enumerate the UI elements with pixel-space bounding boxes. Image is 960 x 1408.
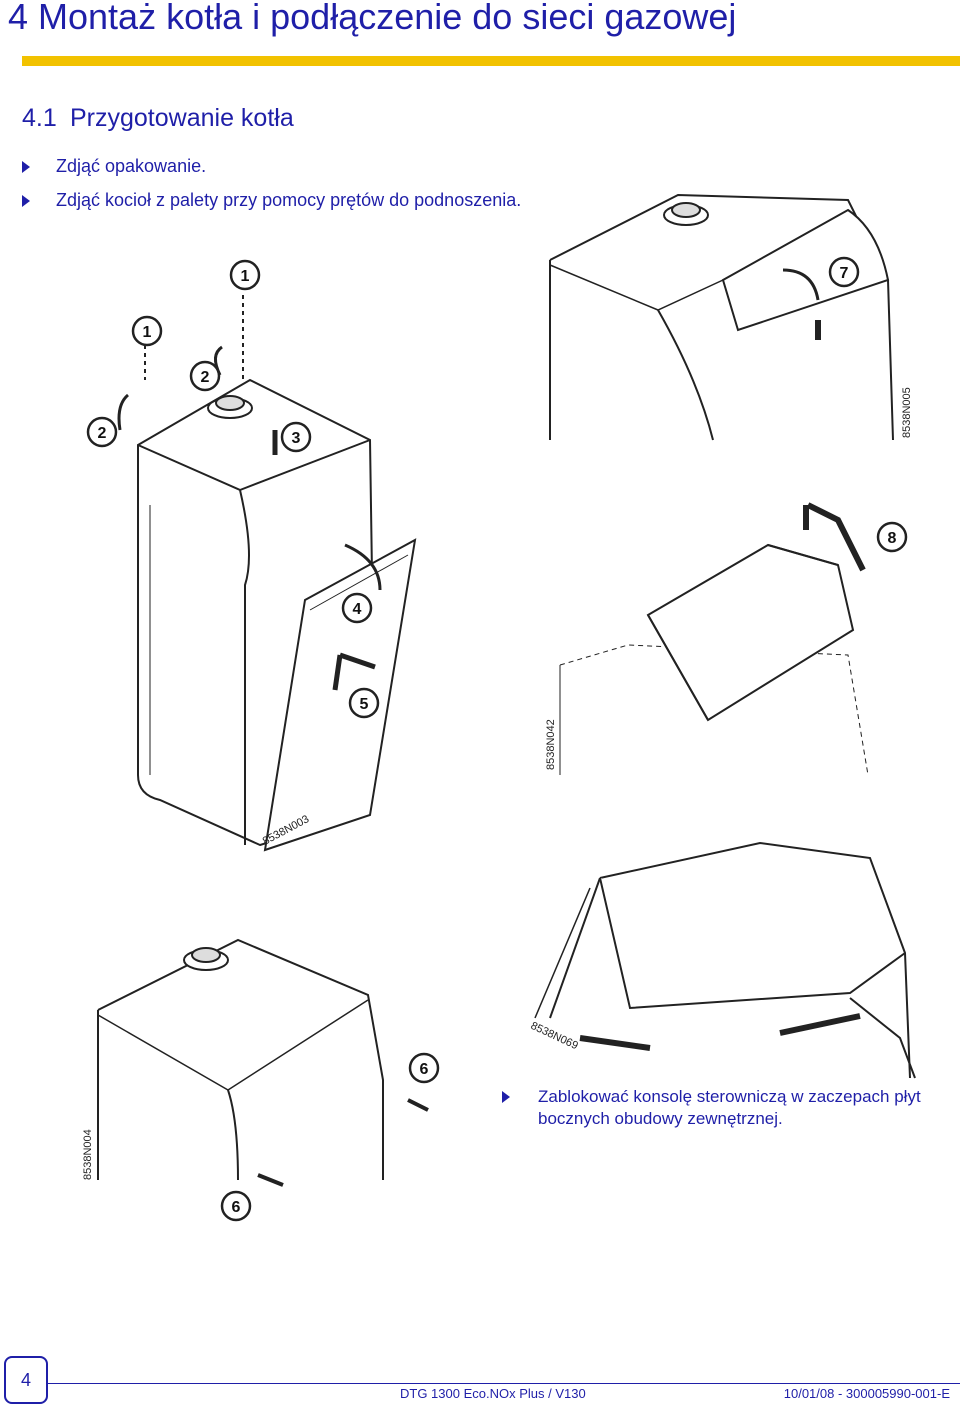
svg-text:8: 8 [888, 530, 897, 547]
svg-text:1: 1 [143, 324, 152, 341]
section-title: 4.1 Przygotowanie kotła [22, 104, 294, 133]
svg-text:5: 5 [360, 696, 369, 713]
bullet-triangle-icon [22, 160, 30, 173]
figure-side-screws: 6 6 8538N004 [82, 938, 440, 1222]
step-badge: 1 [229, 259, 261, 291]
section-title-text: Przygotowanie kotła [70, 104, 294, 132]
svg-text:1: 1 [241, 268, 250, 285]
step-badge: 3 [280, 421, 312, 453]
figure-console: 8 8538N042 [545, 502, 908, 776]
instruction-text: Zablokować konsolę sterowniczą w zaczepa… [538, 1087, 921, 1128]
step-badge: 6 [220, 1190, 252, 1222]
svg-text:6: 6 [232, 1199, 241, 1216]
bullet-triangle-icon [502, 1091, 510, 1103]
page-number: 4 [4, 1356, 48, 1404]
svg-text:7: 7 [840, 265, 849, 282]
footer-document-name: DTG 1300 Eco.NOx Plus / V130 [400, 1386, 586, 1401]
section-number: 4.1 [22, 104, 57, 132]
step-badge: 2 [189, 360, 221, 392]
svg-text:3: 3 [292, 430, 301, 447]
figure-boiler-front: 1 1 2 2 3 4 5 8538N003 [86, 259, 417, 852]
svg-text:2: 2 [201, 369, 210, 386]
bullet-triangle-icon [22, 194, 30, 207]
figure-code: 8538N069 [529, 1020, 580, 1052]
bullet-text: Zdjąć kocioł z palety przy pomocy prętów… [56, 190, 522, 210]
bullet-item: Zdjąć kocioł z palety przy pomocy prętów… [22, 190, 521, 211]
svg-text:4: 4 [353, 601, 362, 618]
figure-code: 8538N042 [545, 719, 557, 770]
svg-text:6: 6 [420, 1061, 429, 1078]
step-badge: 1 [131, 315, 163, 347]
chapter-underline-bar [22, 56, 960, 66]
instruction-step: Zablokować konsolę sterowniczą w zaczepa… [502, 1086, 960, 1130]
chapter-title: 4 Montaż kotła i podłączenie do sieci ga… [8, 0, 737, 37]
figure-console-locked: 8538N069 [529, 841, 916, 1079]
figure-top-open: 7 8538N005 [549, 193, 913, 441]
step-badge: 5 [348, 687, 380, 719]
bullet-item: Zdjąć opakowanie. [22, 156, 206, 177]
step-badge: 2 [86, 416, 118, 448]
footer-document-code: 10/01/08 - 300005990-001-E [783, 1386, 950, 1401]
svg-text:2: 2 [98, 425, 107, 442]
step-badge: 6 [408, 1052, 440, 1084]
figure-code: 8538N004 [82, 1129, 94, 1180]
figure-code: 8538N005 [901, 387, 913, 438]
bullet-text: Zdjąć opakowanie. [56, 156, 207, 176]
step-badge: 8 [876, 521, 908, 553]
footer-divider [22, 1383, 960, 1384]
step-badge: 7 [828, 256, 860, 288]
step-badge: 4 [341, 592, 373, 624]
